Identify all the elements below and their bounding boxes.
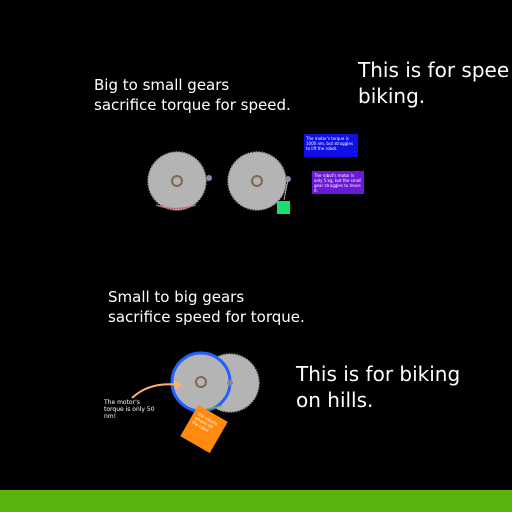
ground-strip bbox=[0, 490, 512, 512]
top-caption-line2: sacrifice torque for speed. bbox=[94, 96, 291, 114]
top-caption-line1: Big to small gears bbox=[94, 76, 230, 94]
motor-note-line3: nm! bbox=[104, 413, 117, 420]
top-side-text: This is for spee biking. bbox=[358, 57, 509, 109]
top-side-text-line1: This is for spee bbox=[358, 58, 510, 82]
top-left-gear-icon bbox=[147, 151, 212, 211]
motor-note: The motor's torque is only 50 nm! bbox=[104, 399, 155, 420]
orange-note bbox=[180, 404, 228, 454]
top-right-gear-icon bbox=[227, 151, 291, 211]
motor-note-line2: torque is only 50 bbox=[104, 406, 155, 413]
note-purple: The robot's motor is only 5 kg, but the … bbox=[312, 171, 364, 194]
weight-box bbox=[277, 201, 290, 214]
note-blue: The motor's torque is 1000 nm, but strug… bbox=[304, 134, 358, 157]
bottom-caption-line2: sacrifice speed for torque. bbox=[108, 308, 305, 326]
bottom-caption-line1: Small to big gears bbox=[108, 288, 245, 306]
bottom-side-text-line2: on hills. bbox=[296, 388, 374, 412]
motor-note-line1: The motor's bbox=[104, 399, 140, 406]
top-caption: Big to small gears sacrifice torque for … bbox=[94, 75, 291, 115]
bottom-caption: Small to big gears sacrifice speed for t… bbox=[108, 287, 305, 327]
bottom-side-text: This is for biking on hills. bbox=[296, 361, 460, 413]
bottom-side-text-line1: This is for biking bbox=[296, 362, 461, 386]
top-side-text-line2: biking. bbox=[358, 84, 426, 108]
